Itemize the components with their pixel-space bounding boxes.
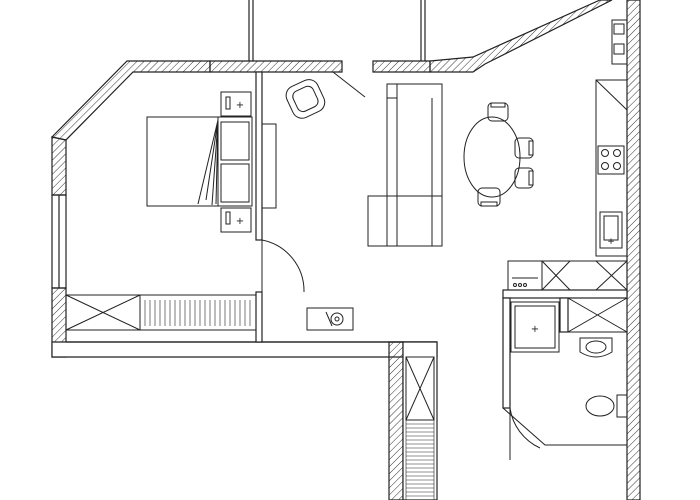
nightstand: + [220, 91, 252, 117]
oval-dining-table [463, 116, 521, 198]
svg-text:+: + [236, 216, 244, 227]
dining-chair [514, 167, 534, 189]
washbasin [579, 337, 613, 358]
dining-chair [514, 137, 534, 159]
cooktop [597, 145, 625, 175]
washing-machine [306, 307, 354, 331]
double-bed [146, 116, 253, 207]
wall-kitchen-bath [502, 289, 628, 299]
wall-bay-left [51, 136, 67, 196]
oven [507, 260, 543, 291]
wall-angled-right [429, 0, 613, 73]
balcony-door [332, 71, 366, 98]
kitchen: + [507, 19, 628, 291]
bedroom-door [261, 239, 305, 293]
hallway [405, 356, 435, 500]
wall-bottom-main [51, 341, 438, 358]
kitchen-counter [595, 79, 628, 257]
wall-bedroom-right-lower [255, 291, 263, 343]
dining-chair [477, 187, 501, 207]
corner-sofa [367, 83, 443, 247]
wall-bath-left [502, 297, 511, 409]
toilet [585, 394, 628, 418]
exterior-walls [50, 0, 641, 500]
window-top [248, 0, 426, 61]
wall-bath-divider [559, 297, 569, 333]
shower-tray: + [510, 301, 560, 353]
dining-chair [487, 102, 509, 122]
svg-text:+: + [607, 237, 615, 247]
window-left [51, 194, 67, 289]
wall-top-right [372, 60, 431, 73]
tv-unit [261, 123, 277, 209]
svg-text:+: + [531, 324, 539, 335]
bedroom: + + [65, 91, 305, 331]
living-dining [285, 71, 534, 331]
wall-bedroom-right-upper [255, 71, 263, 241]
wardrobe [65, 294, 257, 331]
kitchen-counter-low [541, 260, 628, 291]
bathroom: + [502, 297, 628, 460]
wall-top-left [209, 60, 343, 73]
bath-cabinet [567, 297, 628, 333]
bathroom-door [509, 407, 541, 460]
nightstand: + [220, 207, 252, 233]
svg-text:+: + [236, 100, 244, 111]
sink: + [599, 211, 623, 249]
wall-unit [611, 19, 628, 65]
armchair [285, 79, 326, 119]
wall-right [626, 0, 641, 500]
wardrobe [405, 356, 435, 500]
wall-corridor-left [388, 341, 404, 500]
wall-corridor-inner [402, 341, 438, 500]
